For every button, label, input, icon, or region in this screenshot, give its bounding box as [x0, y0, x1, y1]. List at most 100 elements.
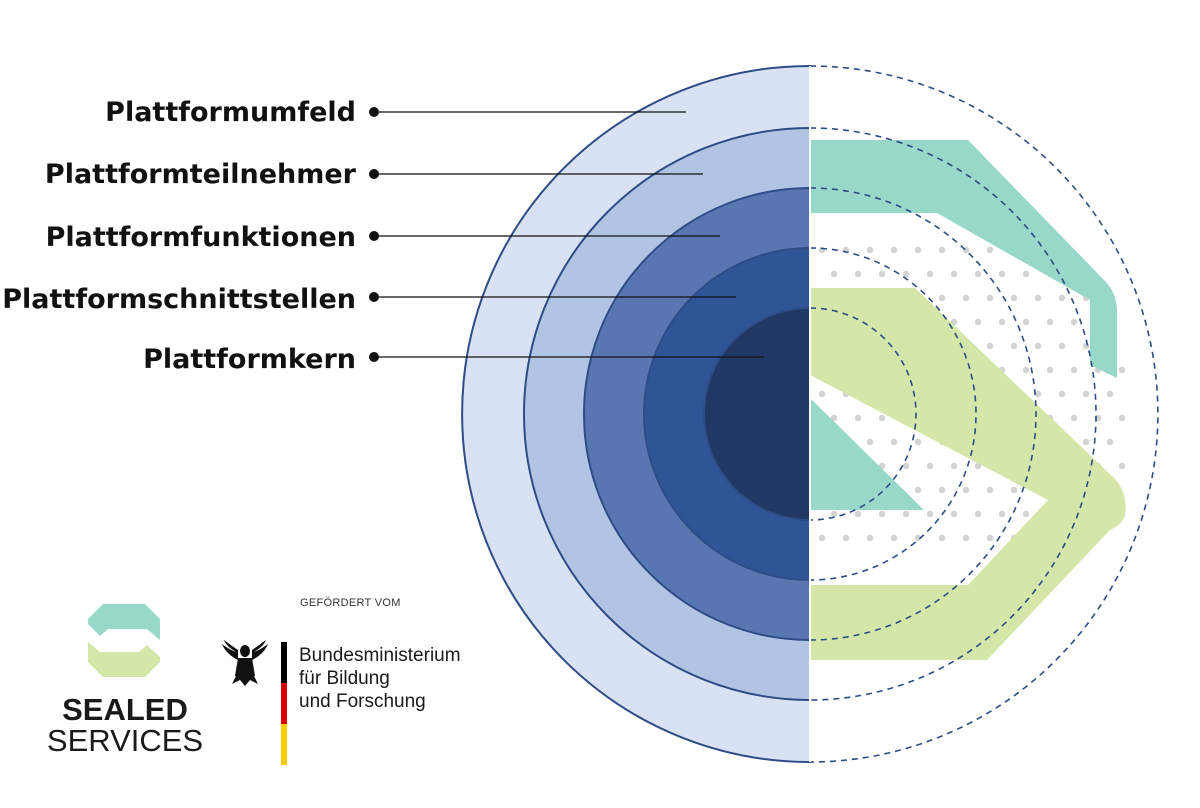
pattern-dot [1022, 318, 1030, 326]
pattern-dot [1034, 390, 1042, 398]
pattern-dot [854, 510, 862, 518]
pattern-dot [986, 294, 994, 302]
pattern-dot [1070, 366, 1078, 374]
pattern-dot [1010, 294, 1018, 302]
sealed-services-logo: SEALED SERVICES [47, 604, 203, 758]
ministry-line-3: und Forschung [299, 691, 426, 712]
pattern-dot [1010, 486, 1018, 494]
pattern-dot [1034, 294, 1042, 302]
logo-line-sealed: SEALED [62, 692, 188, 727]
pattern-dot [1118, 366, 1126, 374]
pattern-dot [914, 534, 922, 542]
pattern-dot [1070, 414, 1078, 422]
pattern-dot [974, 510, 982, 518]
layer-labels: Plattformumfeld Plattformteilnehmer Plat… [2, 97, 764, 375]
pattern-dot [902, 510, 910, 518]
pattern-dot [1058, 342, 1066, 350]
label-plattformteilnehmer: Plattformteilnehmer [45, 159, 703, 190]
label-text: Plattformfunktionen [46, 222, 356, 253]
logo-line-services: SERVICES [47, 723, 203, 758]
pattern-dot [1022, 270, 1030, 278]
pattern-dot [830, 270, 838, 278]
pattern-dot [1034, 342, 1042, 350]
pattern-dot [986, 486, 994, 494]
pattern-dot [878, 270, 886, 278]
teal-shape-bottom [810, 398, 924, 510]
pattern-dot [938, 294, 946, 302]
pattern-dot [1118, 462, 1126, 470]
label-plattformfunktionen: Plattformfunktionen [46, 222, 720, 253]
pattern-dot [1022, 366, 1030, 374]
pattern-dot [866, 534, 874, 542]
ministry-line-2: für Bildung [299, 668, 390, 689]
pattern-dot [890, 246, 898, 254]
pattern-dot [818, 390, 826, 398]
pattern-dot [818, 534, 826, 542]
pattern-dot [962, 534, 970, 542]
pattern-dot [890, 534, 898, 542]
dashed-ring-4 [809, 247, 977, 581]
pattern-dot [1106, 390, 1114, 398]
pattern-dot [1082, 342, 1090, 350]
pattern-dot [938, 246, 946, 254]
pattern-dot [1046, 318, 1054, 326]
pattern-dot [890, 438, 898, 446]
pattern-dot [866, 438, 874, 446]
federal-eagle-icon [222, 640, 268, 686]
pattern-dot [830, 510, 838, 518]
pattern-dot [1046, 366, 1054, 374]
label-plattformumfeld: Plattformumfeld [105, 97, 686, 128]
flag-stripe-black [281, 642, 287, 683]
label-text: Plattformschnittstellen [2, 284, 356, 315]
pattern-dot [938, 486, 946, 494]
pattern-dot [830, 414, 838, 422]
pattern-dot [950, 462, 958, 470]
pattern-dot [1082, 390, 1090, 398]
pattern-dot [914, 246, 922, 254]
pattern-dot [974, 462, 982, 470]
pattern-dot [1058, 294, 1066, 302]
s-emblem-graphic [810, 140, 1126, 660]
pattern-dot [1058, 390, 1066, 398]
teal-shape-top [810, 140, 1117, 378]
pattern-dot [926, 462, 934, 470]
pattern-dot [1118, 414, 1126, 422]
pattern-dot [998, 270, 1006, 278]
pattern-dot [962, 486, 970, 494]
pattern-dot [878, 510, 886, 518]
pattern-dot [1070, 318, 1078, 326]
ministry-line-1: Bundesministerium [299, 645, 461, 666]
lime-shape [810, 288, 1126, 660]
pattern-dot [842, 534, 850, 542]
pattern-dot [998, 318, 1006, 326]
pattern-dot [986, 534, 994, 542]
pattern-dot [986, 342, 994, 350]
flag-stripe-red [281, 683, 287, 724]
pattern-dot [854, 270, 862, 278]
dashed-ring-5 [809, 307, 917, 521]
pattern-dot [926, 270, 934, 278]
pattern-dot [974, 270, 982, 278]
pattern-dot [1082, 438, 1090, 446]
layer-ring-5 [703, 306, 811, 522]
pattern-dot [1022, 510, 1030, 518]
dashed-ring-outlines [809, 65, 1159, 763]
pattern-dot [926, 510, 934, 518]
pattern-dot [902, 270, 910, 278]
pattern-dot [1106, 438, 1114, 446]
pattern-dot [950, 270, 958, 278]
funded-by-caption: GEFÖRDERT VOM [300, 597, 401, 609]
dashed-ring-3 [809, 187, 1037, 641]
flag-stripe-gold [281, 724, 287, 765]
pattern-dot [938, 534, 946, 542]
funding-notice: GEFÖRDERT VOM Bundesministerium für Bild… [222, 597, 461, 765]
label-text: Plattformteilnehmer [45, 159, 357, 190]
label-plattformkern: Plattformkern [143, 344, 764, 375]
pattern-dot [902, 462, 910, 470]
pattern-dot [854, 414, 862, 422]
label-text: Plattformumfeld [105, 97, 356, 128]
pattern-dot [950, 510, 958, 518]
concentric-layers [461, 64, 811, 764]
pattern-dot [974, 318, 982, 326]
